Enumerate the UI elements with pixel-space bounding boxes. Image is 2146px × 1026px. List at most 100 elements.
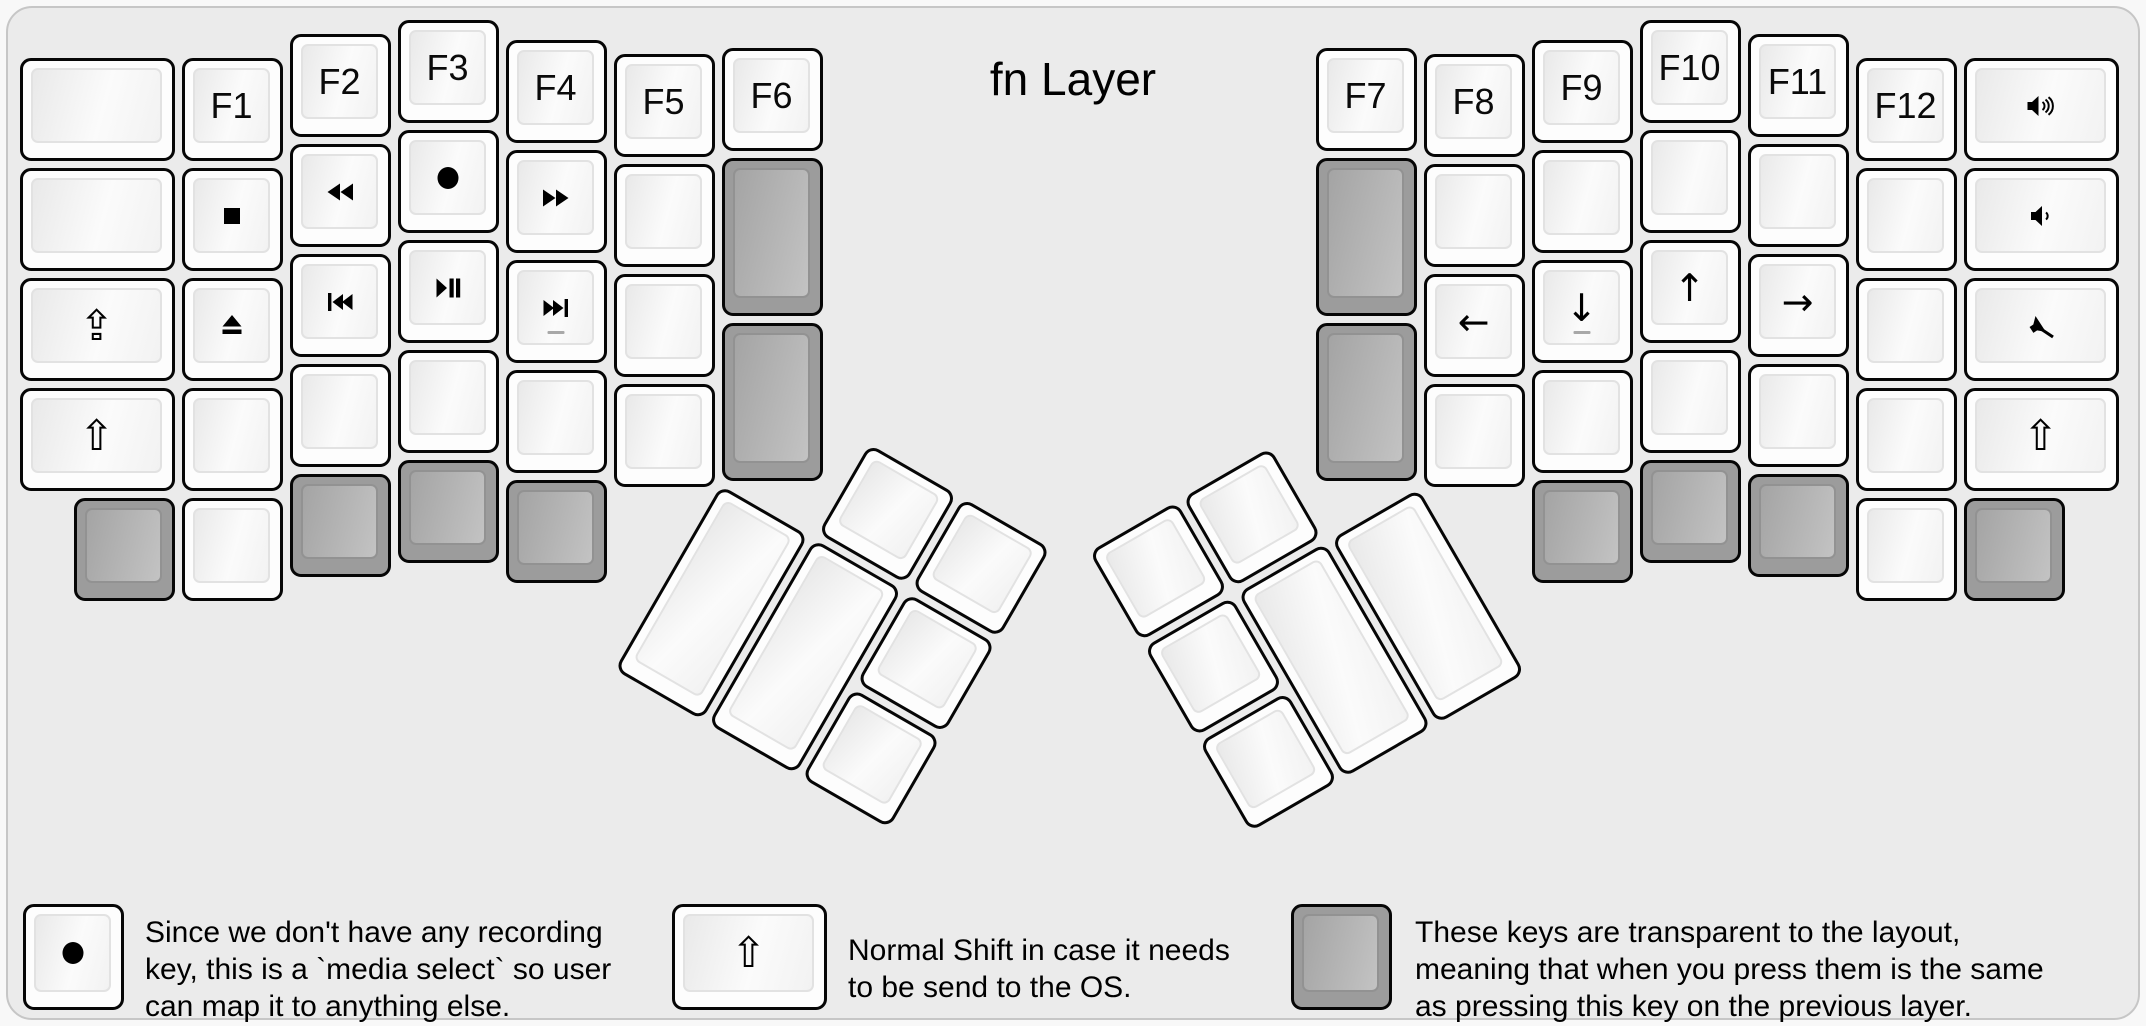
- key-label: ↑: [1673, 265, 1706, 310]
- keycap-face: F8: [1435, 64, 1512, 139]
- key-blank-l-r2-c0: [20, 168, 175, 271]
- playpause-icon: [431, 274, 465, 302]
- keycap-face: [193, 178, 270, 253]
- eject-icon: [215, 312, 249, 340]
- keycap-face: F3: [409, 30, 486, 105]
- key-label: F1: [210, 84, 253, 126]
- key-blank-r-r2-c12: [1856, 168, 1957, 271]
- record-icon: [56, 939, 90, 967]
- key-label: F8: [1452, 80, 1495, 122]
- keycap-face: ⇧: [683, 914, 814, 992]
- legend-media-select-key: [23, 904, 124, 1010]
- key-f9: F9: [1532, 40, 1633, 143]
- keycap-face: [733, 168, 810, 298]
- key-mute: [1964, 278, 2119, 381]
- key-blank-l-r4-c1: [182, 388, 283, 491]
- key-label: F12: [1874, 84, 1937, 126]
- key-f2: F2: [290, 34, 391, 137]
- keycap-face: →: [1759, 264, 1836, 339]
- keycap-face: [1975, 68, 2106, 143]
- keycap-face: [1327, 168, 1404, 298]
- keycap-face: F4: [517, 50, 594, 125]
- homing-dash: [547, 331, 564, 334]
- keycap-face: [1651, 470, 1728, 545]
- key-label: ⇧: [730, 928, 767, 977]
- key-fast-forward: [506, 150, 607, 253]
- key-next-track: [506, 260, 607, 363]
- key-blank-l-b2: [182, 498, 283, 601]
- key-blank-l-r2-c5: [614, 164, 715, 267]
- key-label: ⇪: [78, 300, 115, 350]
- keycap-face: [193, 288, 270, 363]
- keycap-face: [301, 264, 378, 339]
- keycap-face: [1435, 394, 1512, 469]
- key-label: F11: [1767, 60, 1828, 102]
- keycap-face: [1435, 174, 1512, 249]
- key-transparent-r-b1: [1532, 480, 1633, 583]
- legend-line: to be send to the OS.: [848, 971, 1132, 1004]
- ffwd-icon: [539, 184, 573, 212]
- keycap-face: [301, 374, 378, 449]
- key-arrow-right: →: [1748, 254, 1849, 357]
- keycap-face: [1543, 490, 1620, 565]
- keycap-face: F11: [1759, 44, 1836, 119]
- key-blank-r-r4-c10: [1640, 350, 1741, 453]
- keycap-face: ←: [1435, 284, 1512, 359]
- key-label: F6: [750, 74, 793, 116]
- keycap-face: [1867, 398, 1944, 473]
- key-blank-r-r2-c8: [1424, 164, 1525, 267]
- keycap-face: F1: [193, 68, 270, 143]
- key-transparent-l-inner-2: [722, 323, 823, 481]
- key-label: F7: [1344, 74, 1387, 116]
- keycap-face: [1213, 707, 1318, 811]
- keycap-face: [31, 68, 162, 143]
- key-volume-down: [1964, 168, 2119, 271]
- key-blank-l-r3-c5: [614, 274, 715, 377]
- keycap-face: F2: [301, 44, 378, 119]
- keycap-face: F10: [1651, 30, 1728, 105]
- keycap-face: [1158, 611, 1263, 716]
- keycap-face: [1867, 178, 1944, 253]
- key-f1: F1: [182, 58, 283, 161]
- key-eject: [182, 278, 283, 381]
- legend-shift-key: ⇧: [672, 904, 827, 1010]
- key-label: F3: [426, 46, 469, 88]
- key-transparent-l-b4: [398, 460, 499, 563]
- key-blank-l-r4-c3: [398, 350, 499, 453]
- key-blank-l-r1-c0: [20, 58, 175, 161]
- vol-down-icon: [2024, 202, 2058, 230]
- keycap-face: ↑: [1651, 250, 1728, 325]
- legend-media-select-text: Since we don't have any recording key, t…: [145, 914, 611, 1025]
- key-blank-l-r4-c2: [290, 364, 391, 467]
- keycap-face: [517, 490, 594, 565]
- keycap-face: [1759, 484, 1836, 559]
- keycap-face: [625, 284, 702, 359]
- keycap-face: [409, 250, 486, 325]
- key-f4: F4: [506, 40, 607, 143]
- keycap-face: [31, 178, 162, 253]
- legend-transparent-key: [1291, 904, 1392, 1010]
- key-blank-l-r4-c5: [614, 384, 715, 487]
- rewind-icon: [323, 178, 357, 206]
- key-f3: F3: [398, 20, 499, 123]
- keycap-face: [1651, 140, 1728, 215]
- key-blank-r-r2-c11: [1748, 144, 1849, 247]
- keycap-face: [517, 380, 594, 455]
- keycap-face: [1975, 288, 2106, 363]
- key-blank-r-r2-c9: [1532, 150, 1633, 253]
- legend-line: meaning that when you press them is the …: [1415, 953, 2044, 986]
- key-arrow-down: ↓: [1532, 260, 1633, 363]
- key-f12: F12: [1856, 58, 1957, 161]
- keycap-face: [1759, 154, 1836, 229]
- layer-title: fn Layer: [989, 53, 1157, 105]
- keycap-face: ⇪: [31, 288, 162, 363]
- keycap-face: F6: [733, 58, 810, 133]
- key-blank-l-r4-c4: [506, 370, 607, 473]
- key-volume-up: [1964, 58, 2119, 161]
- key-prev-track: [290, 254, 391, 357]
- keycap-face: [85, 508, 162, 583]
- key-blank-r-r2-c10: [1640, 130, 1741, 233]
- key-f10: F10: [1640, 20, 1741, 123]
- key-caps-lock: ⇪: [20, 278, 175, 381]
